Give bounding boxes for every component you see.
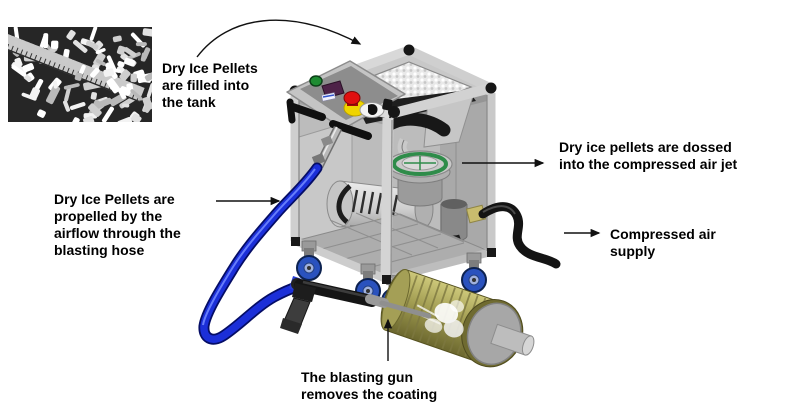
blasting-hose — [198, 162, 323, 345]
power-button — [309, 75, 323, 87]
gun-nozzle — [379, 300, 432, 319]
label-pellets-propelled: Dry Ice Pellets are propelled by the air… — [54, 191, 181, 259]
selector-knob — [382, 98, 393, 111]
label-line: Dry Ice Pellets — [162, 60, 258, 76]
control-panel — [286, 60, 406, 140]
label-line: airflow through the — [54, 225, 181, 241]
blasting-gun — [280, 276, 432, 334]
label-pellets-dossed: Dry ice pellets are dossed into the comp… — [559, 139, 737, 173]
label-line: propelled by the — [54, 208, 163, 224]
selector-switch — [359, 102, 385, 118]
label-line: supply — [610, 243, 656, 259]
label-pellets-filled: Dry Ice Pellets are filled into the tank — [162, 60, 258, 111]
label-line: into the compressed air jet — [559, 156, 738, 172]
label-line: Compressed air — [610, 226, 716, 242]
handles — [286, 98, 372, 140]
canister — [440, 199, 468, 242]
arrow-filled-to-tank — [196, 19, 362, 58]
label-line: blasting hose — [54, 242, 145, 258]
label-line: Dry Ice Pellets are — [54, 191, 175, 207]
compressed-air-hose — [465, 202, 561, 269]
label-line: the tank — [162, 94, 216, 110]
dosing-disc-green-ring — [392, 152, 448, 176]
label-line: are filled into — [162, 77, 250, 93]
blasting-machine — [286, 44, 497, 312]
internal-hose — [336, 184, 352, 224]
hose-lance — [311, 125, 343, 169]
label-line: removes the coating — [301, 386, 438, 402]
coated-cylinder — [380, 268, 535, 368]
label-air-supply: Compressed air supply — [610, 226, 716, 260]
dosing-unit — [387, 137, 453, 207]
dry-ice-pellets-photo — [8, 27, 152, 122]
label-blasting-gun: The blasting gun removes the coating — [301, 369, 437, 403]
label-line: The blasting gun — [301, 369, 413, 385]
blast-spray — [416, 300, 464, 338]
label-line: Dry ice pellets are dossed — [559, 139, 732, 155]
